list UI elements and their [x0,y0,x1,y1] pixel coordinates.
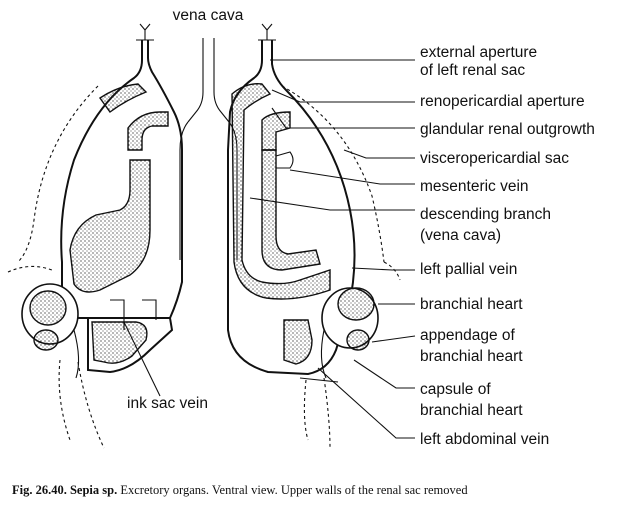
label-left-pallial-vein: left pallial vein [420,261,517,278]
left-renal-sac [227,23,356,376]
label-descending-branch: descending branch [420,206,551,223]
label-visceropericardial-sac: visceropericardial sac [420,150,569,167]
figure-caption: Fig. 26.40. Sepia sp. Excretory organs. … [12,483,468,497]
label-renopericardial-aperture: renopericardial aperture [420,93,585,110]
label-capsule-of: capsule of [420,381,491,398]
label-of-left-renal-sac: of left renal sac [420,62,525,79]
left-branchial-heart [320,287,379,379]
label-external-aperture: external aperture [420,44,537,61]
visceropericardial-outline [7,85,401,449]
caption-number: Fig. 26.40. [12,483,67,497]
label-appendage-branchial-heart: branchial heart [420,348,523,365]
label-vena-cava: vena cava [173,7,244,24]
label-capsule-branchial-heart: branchial heart [420,402,523,419]
right-branchial-heart [21,283,80,379]
caption-title: Sepia sp. [70,483,117,497]
label-mesenteric-vein: mesenteric vein [420,178,529,195]
label-appendage-of: appendage of [420,327,516,344]
leader-lines [123,59,416,439]
label-vena-cava-paren: (vena cava) [420,227,501,244]
right-renal-sac [60,23,183,374]
label-left-abdominal-vein: left abdominal vein [420,431,549,448]
label-glandular-renal-outgrowth: glandular renal outgrowth [420,121,595,138]
label-ink-sac-vein: ink sac vein [127,395,208,412]
label-branchial-heart: branchial heart [420,296,523,313]
caption-text: Excretory organs. Ventral view. Upper wa… [120,483,468,497]
